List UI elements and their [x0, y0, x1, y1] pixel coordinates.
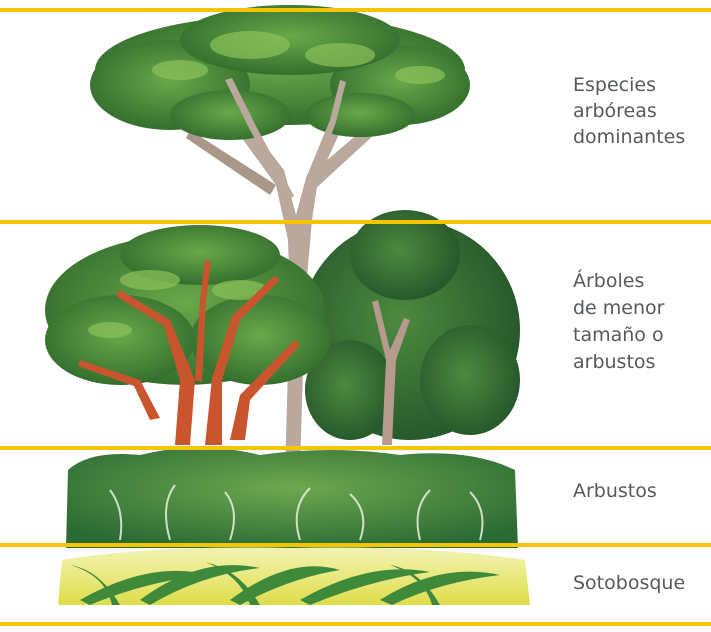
label-line: Árboles — [573, 268, 664, 295]
shrub-layer — [66, 448, 518, 549]
label-line: de menor — [573, 295, 664, 322]
label-canopy: Especies arbóreas dominantes — [573, 72, 685, 150]
subcanopy-dark-tree — [300, 210, 520, 445]
label-line: Arbustos — [573, 478, 657, 504]
label-line: Sotobosque — [573, 570, 685, 596]
label-shrubs: Arbustos — [573, 478, 657, 504]
label-subcanopy: Árboles de menor tamaño o arbustos — [573, 268, 664, 376]
label-line: dominantes — [573, 124, 685, 150]
label-line: Especies — [573, 72, 685, 98]
understory-layer — [58, 548, 530, 606]
label-line: arbustos — [573, 349, 664, 376]
label-line: tamaño o — [573, 322, 664, 349]
label-understory: Sotobosque — [573, 570, 685, 596]
label-line: arbóreas — [573, 98, 685, 124]
